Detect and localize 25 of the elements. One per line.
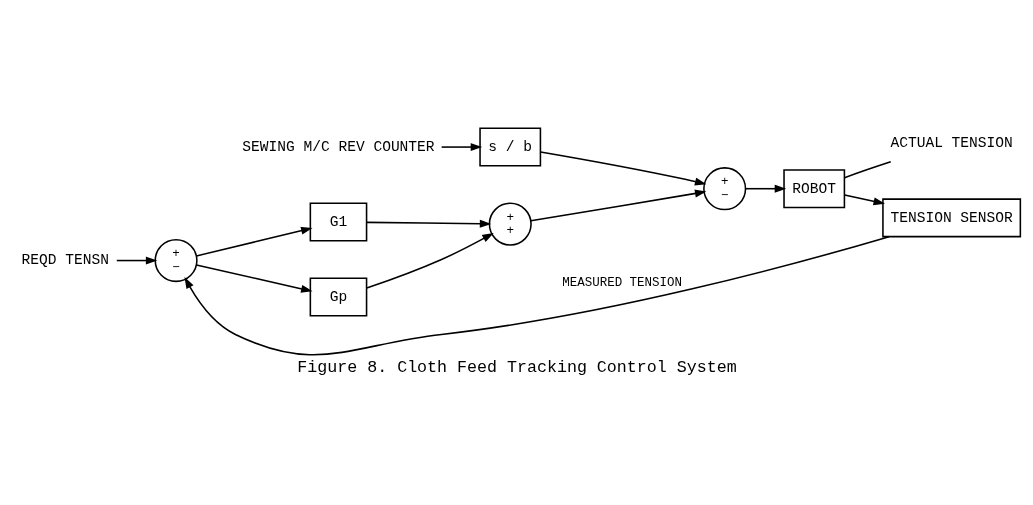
arrow xyxy=(195,263,313,293)
node-box: ROBOT xyxy=(782,168,845,208)
node-text: ACTUAL TENSION xyxy=(889,134,1013,151)
node-circle: + − xyxy=(702,166,746,210)
arrow xyxy=(195,226,313,257)
node-box: TENSION SENSOR xyxy=(881,197,1021,237)
arrow xyxy=(529,189,706,222)
caption: Figure 8. Cloth Feed Tracking Control System xyxy=(296,357,737,377)
arrow xyxy=(744,184,786,193)
edge-label: MEASURED TENSION xyxy=(561,275,682,290)
node-box: G1 xyxy=(309,202,367,242)
node-circle: + + xyxy=(488,202,532,246)
arrow xyxy=(115,256,157,265)
node-text: REQD TENSN xyxy=(20,251,109,268)
connector xyxy=(843,160,892,178)
node-box: Gp xyxy=(309,276,367,316)
arrow xyxy=(183,235,890,355)
arrow xyxy=(365,219,491,228)
arrow xyxy=(843,193,885,205)
arrow xyxy=(440,142,482,151)
node-box: s / b xyxy=(478,127,541,167)
arrow xyxy=(539,150,706,185)
arrow xyxy=(365,232,494,289)
node-text: SEWING M/C REV COUNTER xyxy=(241,138,435,155)
node-circle: + − xyxy=(153,238,198,282)
